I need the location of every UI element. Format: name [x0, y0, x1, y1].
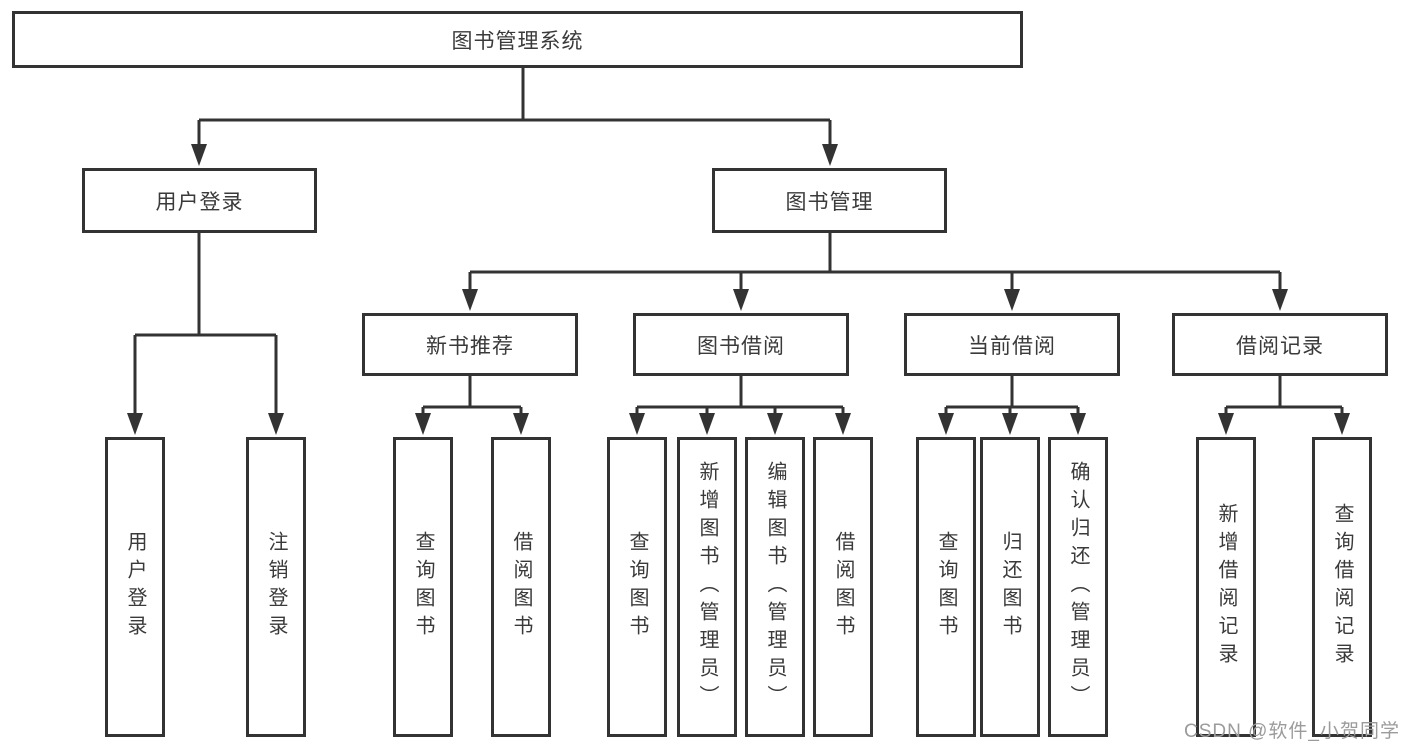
leaf-recommend-borrow-books-label: 借阅图书 [510, 531, 532, 643]
arrowhead-leaf-user-login [127, 413, 143, 435]
leaf-current-return-books-label: 归还图书 [999, 531, 1021, 643]
connector-book-management-to-level3 [468, 233, 1282, 292]
leaf-records-query-record: 查询借阅记录 [1312, 437, 1372, 737]
node-book-management-label: 图书管理 [785, 190, 874, 214]
arrowhead-leaf-borrow-add [699, 413, 715, 435]
node-user-login-label: 用户登录 [155, 190, 244, 214]
leaf-current-query-books-label: 查询图书 [935, 531, 957, 643]
leaf-recommend-borrow-books: 借阅图书 [491, 437, 551, 737]
connector-root-to-level2 [197, 68, 832, 148]
node-book-borrow-label: 图书借阅 [697, 334, 785, 358]
leaf-recommend-query-books-label: 查询图书 [412, 531, 434, 643]
connector-user-login-subtree [133, 233, 278, 416]
node-current-borrow: 当前借阅 [904, 313, 1120, 376]
leaf-current-confirm-return-admin: 确认归还（管理员） [1048, 437, 1108, 737]
leaf-borrow-borrow-books-label: 借阅图书 [832, 531, 854, 643]
node-root-label: 图书管理系统 [451, 29, 584, 53]
node-current-borrow-label: 当前借阅 [968, 334, 1056, 358]
node-book-management: 图书管理 [712, 168, 947, 233]
node-borrow-records: 借阅记录 [1172, 313, 1388, 376]
leaf-user-login: 用户登录 [105, 437, 165, 737]
arrowhead-new-book-recommend [462, 289, 478, 311]
leaf-current-return-books: 归还图书 [980, 437, 1040, 737]
leaf-current-query-books: 查询图书 [916, 437, 976, 737]
arrowhead-leaf-logout [268, 413, 284, 435]
arrowhead-leaf-recommend-query [415, 413, 431, 435]
arrowhead-book-management [822, 144, 838, 166]
leaf-borrow-query-books-label: 查询图书 [626, 531, 648, 643]
leaf-logout: 注销登录 [246, 437, 306, 737]
leaf-borrow-borrow-books: 借阅图书 [813, 437, 873, 737]
leaf-records-query-record-label: 查询借阅记录 [1331, 503, 1353, 671]
arrowhead-leaf-borrow-edit [767, 413, 783, 435]
leaf-records-add-record: 新增借阅记录 [1196, 437, 1256, 737]
arrowhead-book-borrow [733, 289, 749, 311]
leaf-records-add-record-label: 新增借阅记录 [1215, 503, 1237, 671]
leaf-user-login-label: 用户登录 [124, 531, 146, 643]
node-new-book-recommend: 新书推荐 [362, 313, 578, 376]
arrowhead-leaf-records-query [1334, 413, 1350, 435]
leaf-borrow-add-books-admin: 新增图书（管理员） [677, 437, 737, 737]
leaf-borrow-add-books-admin-label: 新增图书（管理员） [696, 461, 718, 713]
connector-borrow-records-subtree [1224, 376, 1344, 416]
arrowhead-current-borrow [1004, 289, 1020, 311]
connector-new-book-subtree [421, 376, 523, 416]
connector-current-borrow-subtree [944, 376, 1080, 416]
arrowhead-borrow-records [1272, 289, 1288, 311]
leaf-current-confirm-return-admin-label: 确认归还（管理员） [1067, 461, 1089, 713]
leaf-logout-label: 注销登录 [265, 531, 287, 643]
watermark: CSDN @软件_小贺同学 [1184, 721, 1400, 742]
leaf-recommend-query-books: 查询图书 [393, 437, 453, 737]
node-user-login: 用户登录 [82, 168, 317, 233]
leaf-borrow-edit-books-admin-label: 编辑图书（管理员） [764, 461, 786, 713]
connector-book-borrow-subtree [635, 376, 845, 416]
node-new-book-recommend-label: 新书推荐 [426, 334, 514, 358]
node-book-borrow: 图书借阅 [633, 313, 849, 376]
node-borrow-records-label: 借阅记录 [1236, 334, 1324, 358]
leaf-borrow-edit-books-admin: 编辑图书（管理员） [745, 437, 805, 737]
arrowhead-leaf-current-query [938, 413, 954, 435]
arrowhead-leaf-records-add [1218, 413, 1234, 435]
node-root: 图书管理系统 [12, 11, 1023, 68]
arrowhead-user-login [191, 144, 207, 166]
arrowhead-leaf-recommend-borrow [513, 413, 529, 435]
arrowhead-leaf-borrow-borrow [835, 413, 851, 435]
arrowhead-leaf-current-return [1002, 413, 1018, 435]
leaf-borrow-query-books: 查询图书 [607, 437, 667, 737]
arrowhead-leaf-borrow-query [629, 413, 645, 435]
arrowhead-leaf-current-confirm [1070, 413, 1086, 435]
